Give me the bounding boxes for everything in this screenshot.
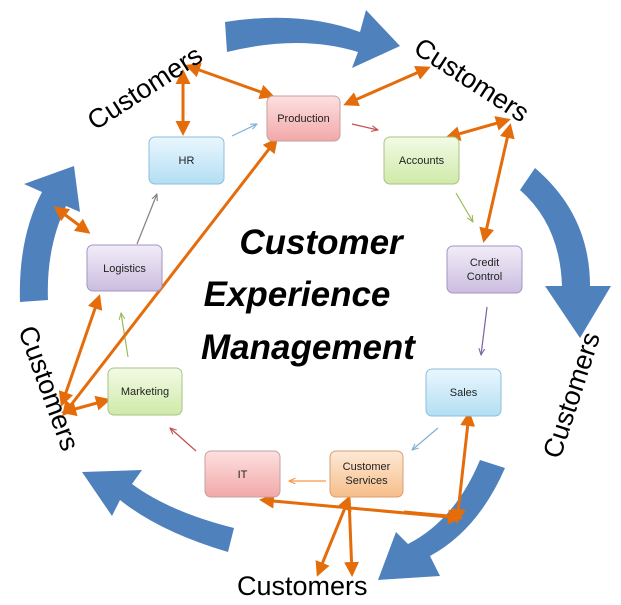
- logistics-label: Logistics: [103, 263, 146, 275]
- big-arrow-top: [225, 10, 400, 68]
- link-left-logistics-2: [58, 294, 103, 407]
- department-logistics: Logistics: [86, 244, 163, 292]
- big-arrow-left: [19, 166, 80, 302]
- link-left-logistics: [53, 206, 91, 234]
- department-accounts: Accounts: [383, 136, 460, 185]
- credit-control-label-2: Control: [467, 271, 502, 283]
- flow-sales-customer-services: [412, 427, 439, 450]
- link-topright-accounts: [445, 116, 511, 141]
- title-line-1: Customer: [239, 223, 405, 262]
- credit-control-label-1: Credit: [470, 257, 499, 269]
- link-topleft-production: [185, 62, 275, 100]
- department-it: IT: [204, 450, 281, 498]
- big-arrow-right: [520, 168, 611, 338]
- department-sales: Sales: [425, 368, 502, 417]
- customers-label-top-left: Customers: [82, 40, 208, 136]
- sales-label: Sales: [450, 387, 478, 399]
- flow-it-marketing: [170, 428, 197, 452]
- flow-production-accounts: [351, 123, 378, 130]
- link-topright-credit: [479, 123, 515, 243]
- link-left-production: [62, 137, 278, 417]
- it-label: IT: [238, 469, 248, 481]
- hr-label: HR: [179, 155, 195, 167]
- flow-credit-sales: [481, 306, 488, 355]
- flow-accounts-credit: [455, 192, 473, 222]
- link-production-topright: [343, 65, 431, 107]
- flow-hr-production: [231, 124, 257, 137]
- title-line-3: Management: [201, 328, 416, 367]
- link-customerservices-bottom-b: [344, 497, 360, 577]
- flow-logistics-hr: [136, 194, 157, 245]
- department-hr: HR: [148, 136, 225, 185]
- production-label: Production: [277, 113, 330, 125]
- customer-services-label-2: Services: [345, 475, 388, 487]
- customers-label-left: Customers: [12, 322, 85, 455]
- customers-label-bottom: Customers: [237, 571, 368, 601]
- customer-services-label-1: Customer: [343, 461, 391, 473]
- link-customerservices-bottom-a: [315, 495, 352, 577]
- department-customer-services: Customer Services: [329, 450, 404, 498]
- customers-label-right: Customers: [537, 328, 606, 461]
- title-line-2: Experience: [204, 275, 391, 314]
- marketing-label: Marketing: [121, 386, 169, 398]
- customers-label-top-right: Customers: [409, 32, 535, 128]
- department-production: Production: [266, 95, 341, 142]
- big-arrow-bottom-left: [82, 470, 234, 552]
- accounts-label: Accounts: [399, 155, 445, 167]
- customer-links: [53, 62, 515, 577]
- department-marketing: Marketing: [107, 367, 183, 416]
- link-it-bottomright: [259, 493, 463, 525]
- department-credit-control: Credit Control: [446, 245, 523, 294]
